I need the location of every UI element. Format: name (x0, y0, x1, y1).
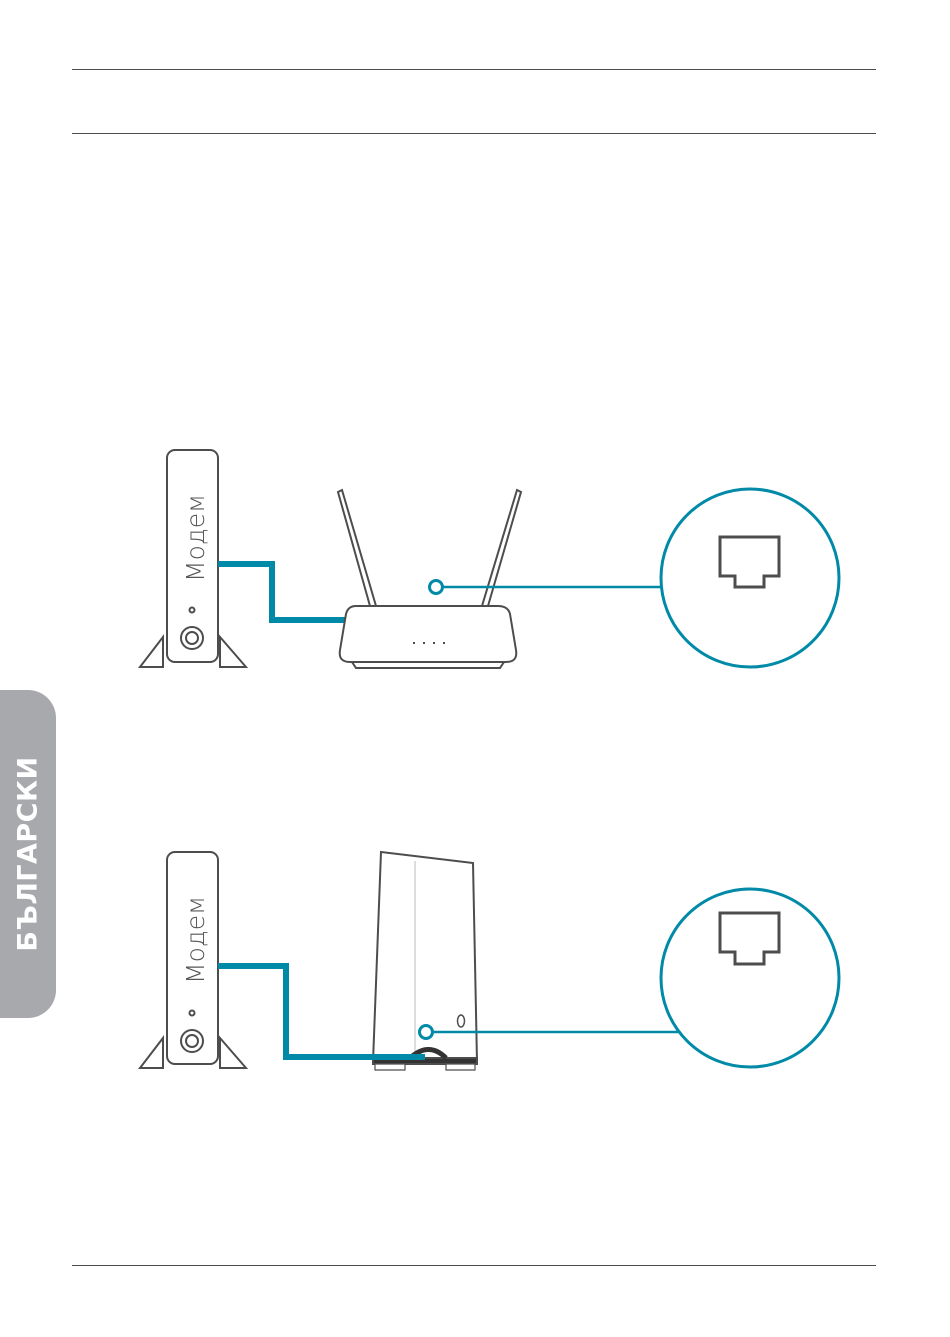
callout-circle-bottom (659, 887, 841, 1069)
ethernet-port-icon-bottom (718, 911, 781, 966)
ethernet-port-icon-top (718, 535, 781, 589)
router-icon (336, 488, 523, 669)
modem-bottom (137, 851, 249, 1069)
top-rule (72, 69, 876, 70)
ethernet-cable-bottom (218, 963, 425, 1060)
modem-label-top: Модем (181, 494, 210, 582)
callout-dot-top (428, 579, 444, 595)
mesh-tower-icon (371, 850, 479, 1071)
modem-label-bottom: Модем (181, 896, 210, 984)
callout-dot-bottom (418, 1024, 434, 1040)
footer-rule (72, 1265, 876, 1266)
language-tab: БЪЛГАРСКИ (0, 690, 56, 1018)
header-rule (72, 133, 876, 134)
modem-top (137, 449, 249, 668)
callout-circle-top (659, 487, 841, 669)
ethernet-cable-top (218, 561, 350, 623)
